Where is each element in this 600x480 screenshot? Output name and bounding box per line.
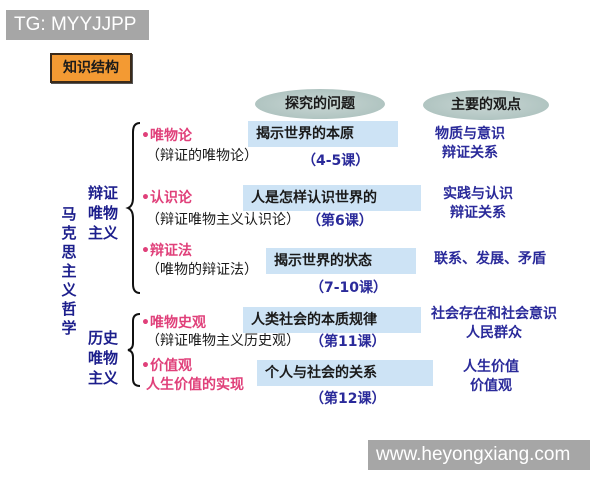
question-box-4: 人类社会的本质规律 — [243, 307, 421, 333]
viewpoint-line: 人生价值 — [463, 359, 519, 375]
viewpoints-2: 实践与认识 辩证关系 — [428, 185, 528, 223]
viewpoint-line: 人民群众 — [466, 325, 522, 341]
topic-materialism: •唯物论 — [141, 128, 192, 144]
subtitle-dialectics: （唯物的辩证法） — [146, 262, 258, 278]
brace-icon-group1 — [125, 122, 141, 294]
viewpoints-5: 人生价值 价值观 — [441, 358, 541, 396]
watermark-top-left: TG: MYYJJPP — [6, 10, 149, 40]
lesson-2: （第6课） — [307, 213, 373, 229]
watermark-bottom-right: www.heyongxiang.com — [368, 440, 590, 470]
topic-values: •价值观 — [141, 358, 192, 374]
lesson-5: （第12课） — [310, 391, 386, 407]
viewpoint-line: 物质与意识 — [435, 126, 505, 142]
viewpoint-line: 社会存在和社会意识 — [431, 306, 557, 322]
group-historical-materialism: 历史唯物主义 — [88, 329, 119, 387]
subtitle-epistemology: （辩证唯物主义认识论） — [146, 212, 300, 228]
viewpoint-line: 实践与认识 — [443, 186, 513, 202]
lesson-1: （4-5课） — [302, 153, 370, 169]
question-box-3: 揭示世界的状态 — [266, 248, 416, 274]
group-dialectical-materialism: 辩证唯物主义 — [88, 184, 119, 242]
viewpoint-line: 价值观 — [470, 378, 512, 394]
lesson-4: （第11课） — [310, 334, 386, 350]
viewpoint-line: 联系、发展、矛盾 — [434, 251, 546, 267]
subtitle-historical-materialism: （辩证唯物主义历史观） — [146, 333, 300, 349]
topic-dialectics: •辩证法 — [141, 243, 192, 259]
header-questions: 探究的问题 — [255, 89, 385, 119]
topic-historical-materialism: •唯物史观 — [141, 315, 206, 331]
viewpoints-1: 物质与意识 辩证关系 — [410, 125, 530, 163]
question-box-2: 人是怎样认识世界的 — [243, 185, 421, 211]
lesson-3: （7-10课） — [310, 280, 388, 296]
brace-icon-group2 — [127, 313, 141, 387]
topic-epistemology: •认识论 — [141, 190, 192, 206]
question-box-5: 个人与社会的关系 — [257, 360, 433, 386]
subtitle-materialism: （辩证的唯物论） — [146, 148, 258, 164]
viewpoint-line: 辩证关系 — [450, 205, 506, 221]
root-marxist-philosophy: 马克思主义哲学 — [61, 205, 77, 337]
viewpoints-4: 社会存在和社会意识 人民群众 — [424, 305, 564, 343]
knowledge-structure-title: 知识结构 — [50, 53, 132, 83]
viewpoints-3: 联系、发展、矛盾 — [425, 250, 555, 269]
header-viewpoints: 主要的观点 — [423, 90, 549, 120]
question-box-1: 揭示世界的本原 — [248, 121, 398, 147]
viewpoint-line: 辩证关系 — [442, 145, 498, 161]
subtitle-values: 人生价值的实现 — [146, 377, 244, 393]
